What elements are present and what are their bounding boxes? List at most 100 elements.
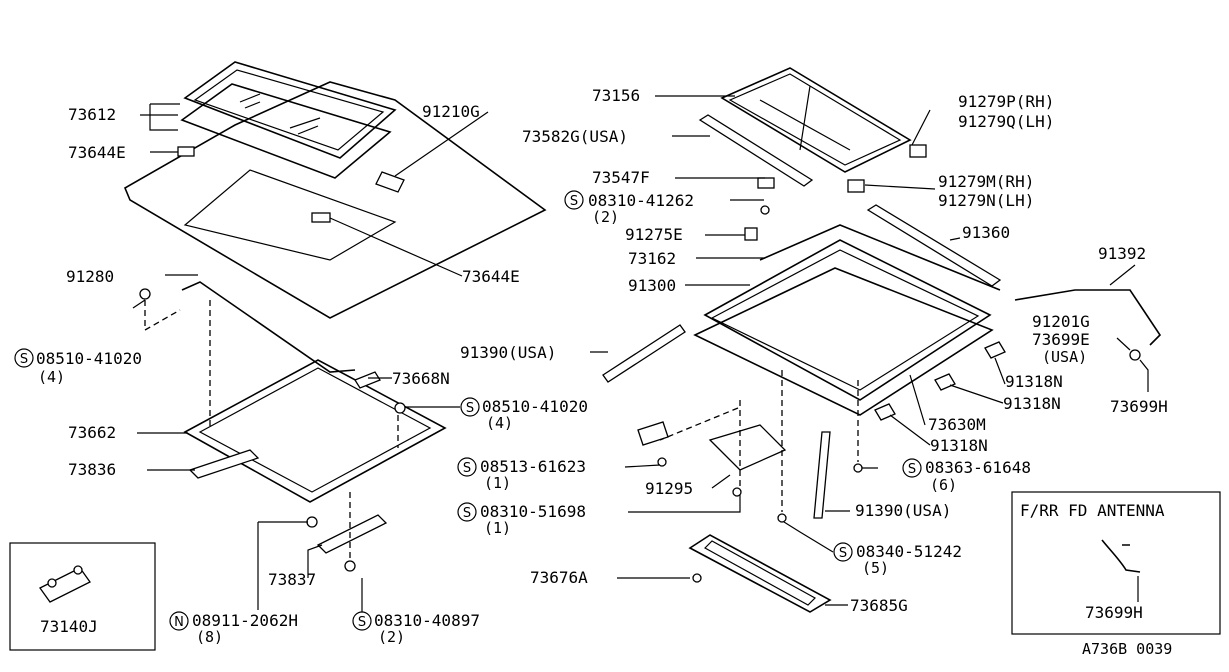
lid-73156 — [720, 67, 912, 173]
symbol-s-08310-51698: S — [457, 502, 477, 522]
frame-91300-rear — [759, 224, 1001, 291]
antenna-73699H-shape — [1101, 539, 1141, 573]
bracket-91318N-a — [984, 341, 1006, 359]
label-73837: 73837 — [268, 570, 316, 589]
screw-08510-a — [139, 288, 151, 300]
label-qty-1-b: (1) — [484, 519, 511, 537]
symbol-s-08510-b: S — [460, 397, 480, 417]
label-91360: 91360 — [962, 223, 1010, 242]
label-08510-41020-a: 08510-41020 — [36, 349, 142, 368]
screw-73676A — [692, 573, 702, 583]
label-qty-8: (8) — [196, 628, 223, 646]
cable-91280 — [181, 281, 356, 373]
label-73644E-b: 73644E — [462, 267, 520, 286]
rail-91360 — [866, 204, 1002, 287]
screw-08310-41262 — [760, 205, 770, 215]
inset-box-antenna — [1011, 491, 1221, 635]
label-91295: 91295 — [645, 479, 693, 498]
label-91300: 91300 — [628, 276, 676, 295]
headliner — [123, 81, 547, 319]
nut-08911 — [306, 516, 318, 528]
bracket-91318N-c — [874, 403, 896, 421]
screw-08310-51698 — [732, 487, 742, 497]
clip-73644E-b — [311, 212, 331, 223]
label-73156: 73156 — [592, 86, 640, 105]
screw-08310-40897 — [344, 560, 356, 572]
symbol-s-08340: S — [833, 542, 853, 562]
glass-lid-inner — [193, 69, 385, 151]
symbol-s-08310-40897: S — [352, 611, 372, 631]
label-08363-61648: 08363-61648 — [925, 458, 1031, 477]
cover-73685G — [688, 534, 832, 613]
inset-box-73140J — [9, 542, 156, 651]
label-qty-4-b: (4) — [486, 414, 513, 432]
symbol-s-08363: S — [902, 458, 922, 478]
label-91392: 91392 — [1098, 244, 1146, 263]
label-73676A: 73676A — [530, 568, 588, 587]
label-08510-41020-b: 08510-41020 — [482, 397, 588, 416]
label-08310-41262: 08310-41262 — [588, 191, 694, 210]
tube-91390-a — [602, 324, 686, 383]
label-73699H-b: 73699H — [1085, 603, 1143, 622]
right-leaders — [590, 95, 1149, 606]
nut-91275E — [744, 227, 758, 241]
label-91279M: 91279M(RH) — [938, 172, 1034, 191]
screw-08340-51242 — [777, 513, 787, 523]
part-91210G-shape — [375, 171, 405, 193]
bracket-91279PQ — [909, 144, 927, 158]
motor-91295 — [708, 424, 787, 471]
symbol-n-08911: N — [169, 611, 189, 631]
left-assembly-dashes — [144, 300, 399, 560]
clip-73644E-a — [177, 146, 195, 157]
label-91275E: 91275E — [625, 225, 683, 244]
label-91390-a: 91390(USA) — [460, 343, 556, 362]
label-08340-51242: 08340-51242 — [856, 542, 962, 561]
label-73662: 73662 — [68, 423, 116, 442]
part-73140J-shape — [39, 567, 91, 603]
svg-text:S: S — [908, 462, 916, 477]
label-73582G: 73582G(USA) — [522, 127, 628, 146]
glass-lid — [183, 61, 397, 159]
svg-text:S: S — [20, 352, 28, 367]
svg-text:S: S — [466, 401, 474, 416]
label-73668N: 73668N — [392, 369, 450, 388]
bracket-91279MN — [847, 179, 865, 193]
label-usa: (USA) — [1042, 348, 1087, 366]
cover-73685G-inner — [704, 540, 816, 606]
label-qty-1-a: (1) — [484, 474, 511, 492]
label-qty-6: (6) — [930, 476, 957, 494]
svg-text:S: S — [463, 506, 471, 521]
svg-text:S: S — [463, 461, 471, 476]
label-08911-2062H: 08911-2062H — [192, 611, 298, 630]
symbol-s-08310-41262: S — [564, 190, 584, 210]
bracket-91318N-b — [934, 373, 956, 391]
guide-73837 — [316, 514, 388, 554]
svg-text:N: N — [174, 615, 184, 630]
label-qty-2-b: (2) — [592, 208, 619, 226]
label-91279N: 91279N(LH) — [938, 191, 1034, 210]
svg-text:S: S — [570, 194, 578, 209]
label-91280: 91280 — [66, 267, 114, 286]
headliner-opening — [183, 169, 397, 261]
lid-73156-inner — [728, 73, 902, 166]
label-73162: 73162 — [628, 249, 676, 268]
label-91210G: 91210G — [422, 102, 480, 121]
rail-73662-inner — [198, 367, 432, 493]
label-08513-61623: 08513-61623 — [480, 457, 586, 476]
label-73612: 73612 — [68, 105, 116, 124]
screw-08510-b — [394, 402, 406, 414]
hose-91392 — [1014, 289, 1162, 346]
label-73699E: 73699E — [1032, 330, 1090, 349]
svg-text:S: S — [358, 615, 366, 630]
label-qty-5: (5) — [862, 559, 889, 577]
label-antenna-title: F/RR FD ANTENNA — [1020, 501, 1165, 520]
label-91279Q: 91279Q(LH) — [958, 112, 1054, 131]
label-91318N-a: 91318N — [1005, 372, 1063, 391]
label-qty-4-a: (4) — [38, 368, 65, 386]
label-73644E-a: 73644E — [68, 143, 126, 162]
glass-lid-frame — [180, 83, 392, 179]
symbol-s-08513: S — [457, 457, 477, 477]
seal-73582G — [698, 114, 814, 187]
label-91201G: 91201G — [1032, 312, 1090, 331]
